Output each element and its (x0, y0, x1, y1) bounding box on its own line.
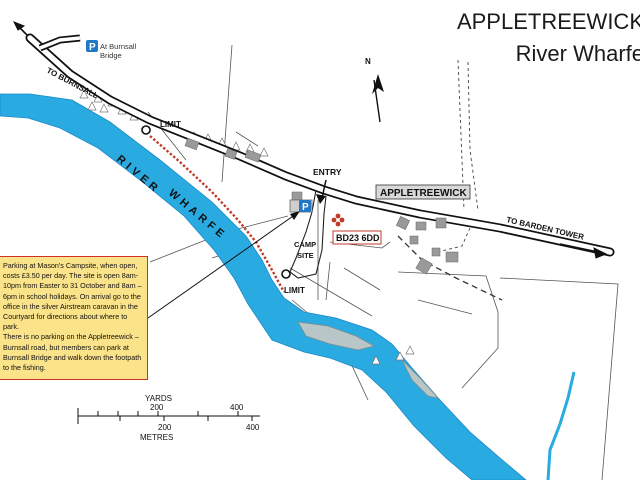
north-arrow-icon: N (365, 57, 384, 123)
postcode-box (332, 230, 382, 245)
island-lower (401, 359, 440, 399)
entry-arrowhead (316, 194, 326, 204)
limit-marker-top (141, 125, 151, 135)
camp-site-label-line1: CAMP (294, 240, 316, 249)
note-paragraph-1: Parking at Mason's Campsite, when open, … (3, 261, 142, 332)
field-boundaries (147, 44, 619, 480)
scale-yards-400: 400 (230, 403, 244, 412)
postcode-label: BD23 6DD (336, 233, 380, 243)
scale-yards-label: YARDS (145, 394, 172, 403)
limit-bottom-label: LIMIT (284, 286, 305, 295)
limit-marker-bottom (281, 269, 291, 279)
parking-burnsall-line2: Bridge (100, 51, 122, 60)
river-wharfe (0, 93, 527, 480)
campsite-track (289, 189, 327, 279)
entry-arrow (321, 179, 327, 199)
note-pointer-arrowhead (290, 211, 300, 220)
north-label: N (365, 57, 371, 66)
campsite-parking-letter: P (302, 202, 309, 213)
road-arrows (12, 21, 608, 259)
scale-metres-400: 400 (246, 423, 260, 432)
postcode-pin-icon (331, 213, 345, 227)
scale-yards-200: 200 (150, 403, 164, 412)
village-label: APPLETREEWICK (380, 188, 467, 199)
entry-label: ENTRY (313, 167, 342, 177)
limit-top-label: LIMIT (160, 120, 181, 129)
parking-sign-icon: P (86, 40, 98, 53)
island-upper (297, 321, 376, 351)
note-pointer-line (147, 213, 297, 319)
buildings (184, 137, 459, 275)
note-paragraph-2: There is no parking on the Appletreewick… (3, 332, 142, 373)
parking-info-note: Parking at Mason's Campsite, when open, … (0, 256, 148, 380)
village-label-box (375, 184, 471, 200)
scale-bar (77, 408, 260, 424)
main-road (25, 33, 615, 257)
parking-letter: P (89, 42, 96, 53)
scale-metres-label: METRES (140, 433, 173, 442)
scale-metres-200: 200 (158, 423, 172, 432)
campsite-parking-sign-icon: P (299, 200, 311, 213)
map-subtitle: River Wharfe (515, 41, 640, 66)
footpaths (437, 59, 479, 253)
parking-burnsall-line1: At Burnsall (100, 42, 137, 51)
stream (546, 371, 576, 480)
road-to-burnsall-bridge (38, 34, 81, 52)
camp-site-label-line2: SITE (297, 251, 314, 260)
map-title: APPLETREEWICK (456, 9, 640, 34)
footpath-to-river (397, 235, 503, 301)
fishing-bank (149, 135, 286, 293)
